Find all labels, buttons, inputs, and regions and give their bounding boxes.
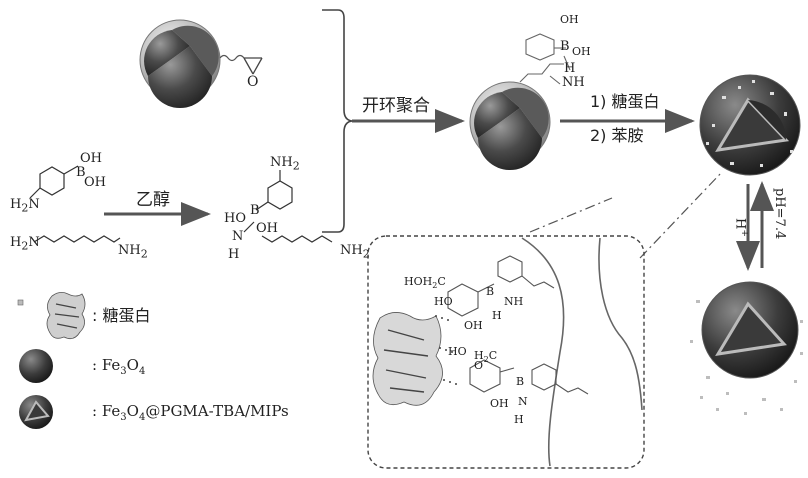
legend-fe3o4-icon (19, 349, 53, 383)
inset-ho-1: HO (434, 296, 453, 307)
eluted-mip-particle (690, 282, 803, 415)
inset-boron-1: B (486, 286, 494, 297)
label-step-glycoprotein: 1) 糖蛋白 (590, 94, 660, 110)
surface-h: H (564, 62, 575, 75)
label-acid: H+ (734, 218, 748, 242)
inset-n-2: N (518, 396, 528, 407)
surface-nh: NH (562, 76, 585, 89)
product-boron: B (250, 204, 260, 217)
label-ph: pH=7.4 (770, 188, 788, 258)
product-ho: HO (224, 212, 246, 225)
hexane-amine-right: NH2 (118, 244, 148, 260)
label-ring-opening-polymerization: 开环聚合 (362, 98, 430, 115)
legend-mips-icon (19, 395, 53, 429)
inset-oxygen: O (474, 360, 483, 371)
inset-sugar-1 (448, 256, 554, 316)
hexanediamine-chain (34, 236, 120, 242)
label-ethanol: 乙醇 (136, 192, 170, 209)
inset-ho-2: HO (448, 346, 467, 357)
inset-nh-1: NH (504, 296, 523, 307)
pba-oh-1: OH (80, 152, 102, 165)
surface-oh-2: OH (572, 46, 591, 57)
product-amine: NH2 (270, 156, 300, 172)
imprinted-mip-particle (700, 75, 800, 175)
inset-polymer-curve-1 (522, 238, 564, 466)
inset-oh-2: OH (490, 398, 509, 409)
merge-bracket (322, 10, 352, 232)
inset-oh-1: OH (464, 320, 483, 331)
legend-mips-label: : Fe3O4@PGMA-TBA/MIPs (92, 404, 289, 423)
zoom-connector-right (640, 172, 722, 258)
product-h: H (228, 248, 239, 261)
label-step-aniline: 2) 苯胺 (590, 128, 644, 144)
inset-glycoprotein (373, 312, 443, 405)
functionalized-particle (470, 82, 550, 170)
zoom-connector-left (530, 198, 612, 232)
surface-oh-1: OH (560, 14, 579, 25)
product-tail-amine: NH2 (340, 244, 370, 260)
pba-oh-2: OH (84, 176, 106, 189)
release-arrows (748, 184, 762, 268)
epoxide-oxygen: O (247, 75, 258, 89)
product-n: N (232, 230, 243, 243)
inset-boron-2: B (516, 376, 524, 387)
inset-sugar-2 (470, 360, 588, 394)
inset-hoh2c: HOH2C (404, 276, 446, 290)
product-oh: OH (256, 222, 278, 235)
surface-boron: B (560, 40, 570, 53)
aminophenylboronic-acid (30, 166, 78, 198)
pba-amine: H2N (10, 198, 40, 214)
legend-glycoprotein-label: : 糖蛋白 (92, 308, 150, 324)
epoxide-ring (244, 58, 262, 74)
legend-glycoprotein-icon (18, 292, 85, 338)
epoxy-core-shell-particle (140, 20, 244, 108)
inset-h-2: H (514, 414, 524, 425)
inset-polymer-curve-2 (599, 238, 642, 410)
inset-h-1: H (492, 310, 502, 321)
hexane-amine-left: H2N (10, 236, 40, 252)
legend-fe3o4-label: : Fe3O4 (92, 358, 145, 377)
